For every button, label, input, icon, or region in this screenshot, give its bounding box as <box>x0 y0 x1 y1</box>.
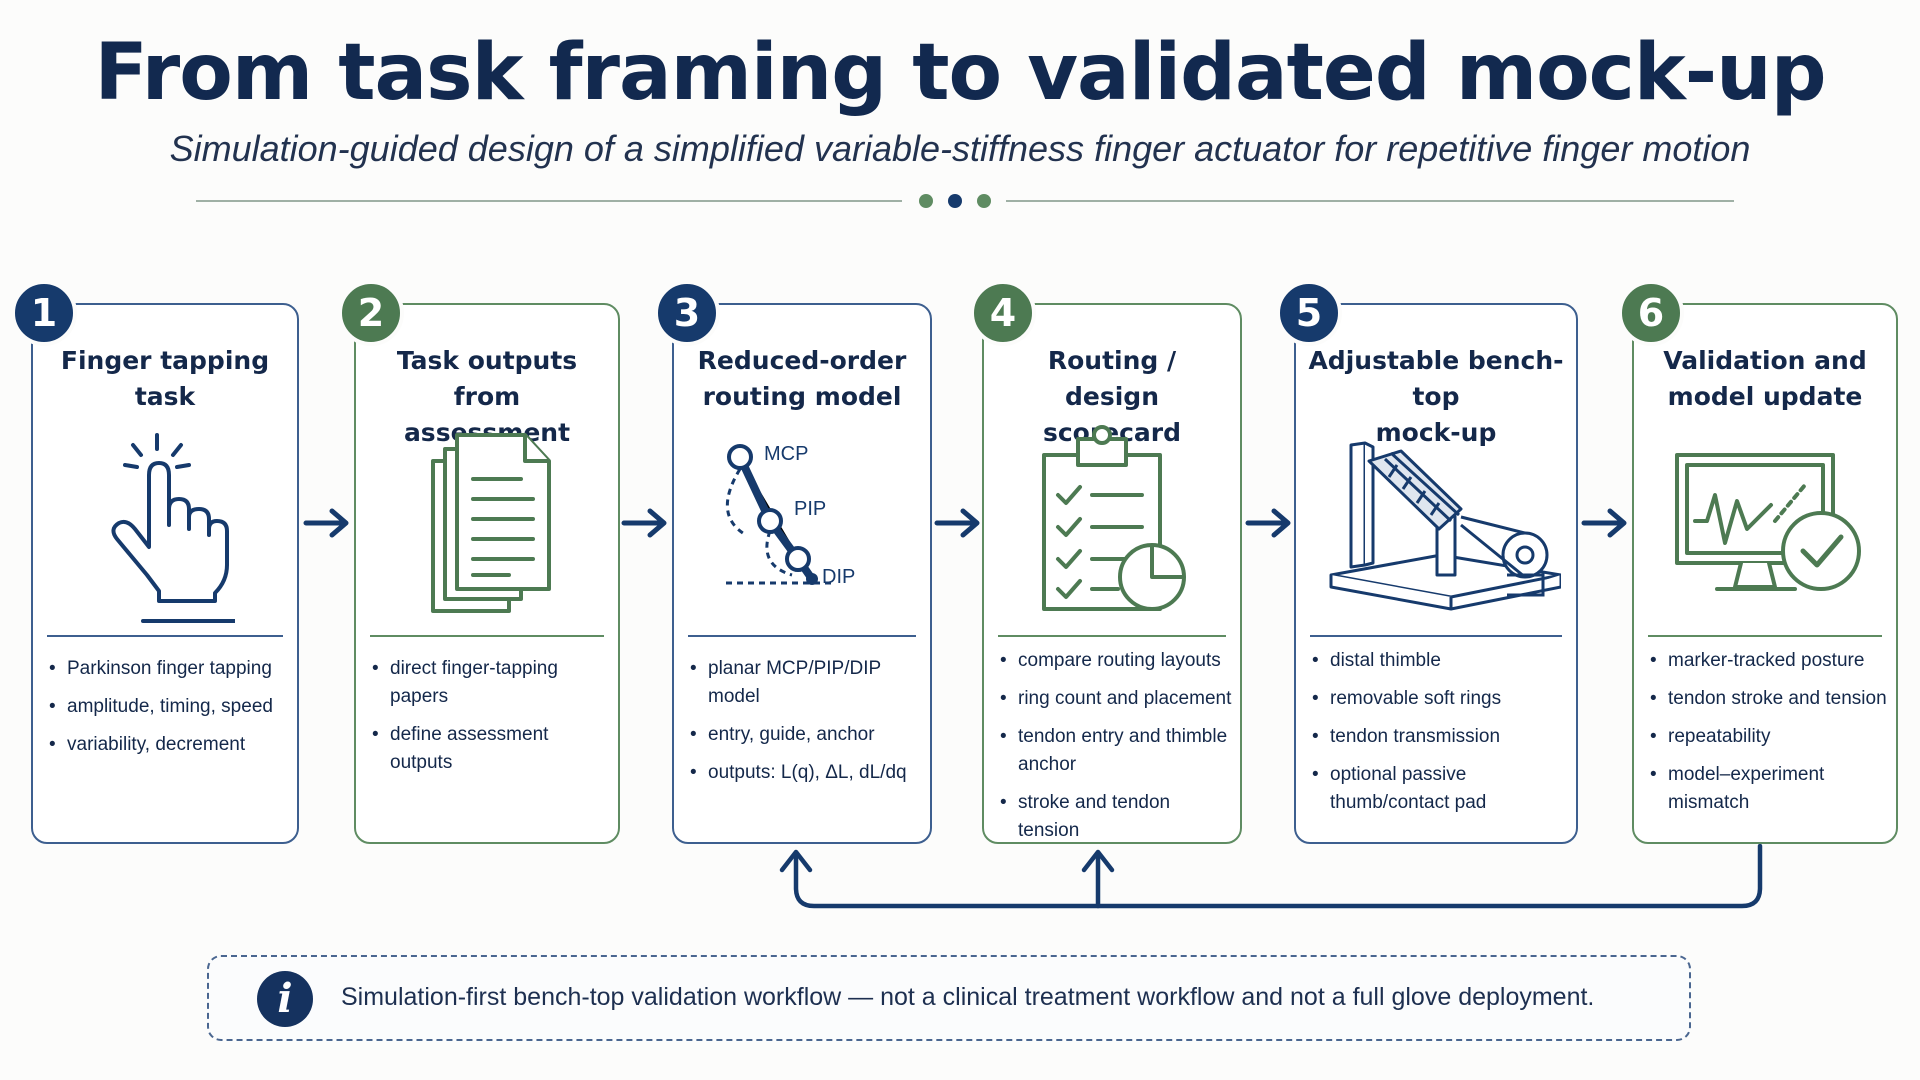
info-note-text: Simulation-first bench-top validation wo… <box>341 983 1595 1011</box>
step-bullets: Parkinson finger tapping amplitude, timi… <box>47 655 291 769</box>
step-card-1: Finger tapping task Parkinson finger tap… <box>31 303 299 844</box>
divider-left <box>196 200 902 202</box>
bullet-item: marker-tracked posture <box>1648 647 1890 675</box>
flow-arrow-icon <box>1581 508 1627 538</box>
info-icon: i <box>257 971 313 1027</box>
step-bullets: marker-tracked posture tendon stroke and… <box>1648 647 1890 827</box>
divider-dot <box>977 194 991 208</box>
step-bullets: direct finger-tapping papers define asse… <box>370 655 612 787</box>
bullet-item: planar MCP/PIP/DIP model <box>688 655 924 711</box>
finger-joint-model-icon: MCP PIP DIP <box>674 425 930 635</box>
bullet-item: removable soft rings <box>1310 685 1570 713</box>
info-note: i Simulation-first bench-top validation … <box>207 955 1691 1041</box>
bullet-item: tendon stroke and tension <box>1648 685 1890 713</box>
card-divider <box>370 635 604 637</box>
feedback-line <box>793 843 1763 909</box>
joint-label-mcp: MCP <box>764 443 808 465</box>
bullet-item: ring count and placement <box>998 685 1234 713</box>
step-bullets: planar MCP/PIP/DIP model entry, guide, a… <box>688 655 924 797</box>
bullet-item: variability, decrement <box>47 731 291 759</box>
card-divider <box>1648 635 1882 637</box>
joint-label-dip: DIP <box>822 566 855 588</box>
step-number-badge: 6 <box>1618 280 1684 346</box>
clipboard-checklist-icon <box>984 425 1240 635</box>
flow-arrow-icon <box>934 508 980 538</box>
flow-arrow-icon <box>621 508 667 538</box>
bullet-item: direct finger-tapping papers <box>370 655 612 711</box>
step-bullets: compare routing layouts ring count and p… <box>998 647 1234 855</box>
flow-arrow-icon <box>1245 508 1291 538</box>
bullet-item: optional passive thumb/contact pad <box>1310 761 1570 817</box>
monitor-check-icon <box>1634 425 1896 635</box>
step-bullets: distal thimble removable soft rings tend… <box>1310 647 1570 827</box>
step-card-4: Routing /design scorecard compare routin… <box>982 303 1242 844</box>
bullet-item: model–experiment mismatch <box>1648 761 1890 817</box>
bullet-item: stroke and tendon tension <box>998 789 1234 845</box>
bullet-item: Parkinson finger tapping <box>47 655 291 683</box>
bullet-item: outputs: L(q), ΔL, dL/dq <box>688 759 924 787</box>
step-number-badge: 4 <box>970 280 1036 346</box>
bullet-item: distal thimble <box>1310 647 1570 675</box>
bullet-item: define assessment outputs <box>370 721 612 777</box>
feedback-arrowhead <box>779 849 813 873</box>
card-divider <box>1310 635 1562 637</box>
joint-label-pip: PIP <box>794 498 826 520</box>
documents-icon <box>356 425 618 635</box>
divider-dot <box>948 194 962 208</box>
page-subtitle: Simulation-guided design of a simplified… <box>169 128 1751 169</box>
step-number-badge: 2 <box>338 280 404 346</box>
step-number-badge: 5 <box>1276 280 1342 346</box>
step-title: Routing /design scorecard <box>1042 346 1182 447</box>
finger-tap-icon <box>33 425 297 635</box>
card-divider <box>688 635 916 637</box>
bullet-item: entry, guide, anchor <box>688 721 924 749</box>
step-number-badge: 3 <box>654 280 720 346</box>
flow-arrow-icon <box>303 508 349 538</box>
bullet-item: tendon transmission <box>1310 723 1570 751</box>
bullet-item: amplitude, timing, speed <box>47 693 291 721</box>
divider-dot <box>919 194 933 208</box>
card-divider <box>998 635 1226 637</box>
bench-top-rig-icon <box>1296 425 1576 635</box>
step-title: Finger tapping task <box>60 346 270 411</box>
page-title: From task framing to validated mock-up <box>94 28 1826 118</box>
step-number-badge: 1 <box>11 280 77 346</box>
bullet-item: compare routing layouts <box>998 647 1234 675</box>
bullet-item: repeatability <box>1648 723 1890 751</box>
feedback-arrowhead <box>1081 849 1115 873</box>
bullet-item: tendon entry and thimble anchor <box>998 723 1234 779</box>
divider-right <box>1006 200 1734 202</box>
card-divider <box>47 635 283 637</box>
